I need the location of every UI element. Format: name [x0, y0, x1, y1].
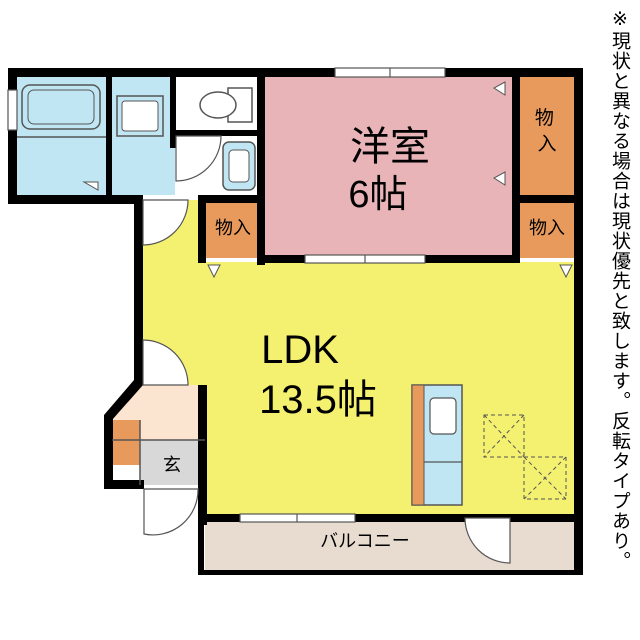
- balcony-label: バルコニー: [320, 531, 410, 551]
- ldk-size: 13.5帖: [259, 378, 377, 422]
- closet-label-top-right: 物 入: [535, 107, 559, 155]
- toilet-icon: [199, 87, 253, 123]
- sliding-door-western-room: [304, 254, 426, 264]
- kitchen-sink-icon: [429, 397, 457, 435]
- ldk-floor: [140, 200, 578, 518]
- entrance-label: 玄: [163, 455, 181, 475]
- closet-label-char-2: 入: [537, 134, 556, 155]
- window-balcony: [239, 513, 356, 523]
- swing-doors: [142, 135, 511, 564]
- bathtub-icon: [21, 84, 101, 130]
- door-markers: [82, 81, 573, 279]
- closet-label-right: 物入: [529, 218, 565, 238]
- closet-right: [518, 200, 576, 258]
- window-bath: [7, 89, 18, 131]
- genkan-floor: [140, 440, 205, 485]
- window-top: [334, 67, 446, 78]
- kitchen-backsplash: [411, 384, 425, 506]
- closet-label-char-1: 物: [535, 107, 554, 129]
- shoe-box: [112, 420, 140, 465]
- closet-top-right: [518, 75, 576, 195]
- western-room-size: 6帖: [348, 174, 407, 216]
- ldk-name: LDK: [261, 328, 339, 372]
- closet-left: [203, 200, 263, 258]
- storage-hatch-icon: [483, 414, 567, 500]
- closet-label-left: 物入: [215, 218, 251, 238]
- western-room-floor: [263, 75, 516, 260]
- disclaimer-note: ※現状と異なる場合は現状優先と致します。反転タイプあり。: [609, 8, 631, 571]
- balcony-floor: [205, 518, 578, 573]
- western-room-name: 洋室: [350, 125, 430, 169]
